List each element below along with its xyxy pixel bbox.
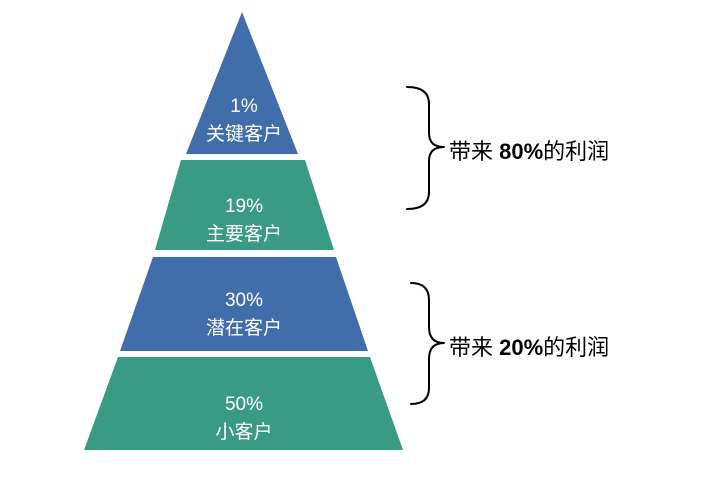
tier-4-label: 小客户 <box>215 421 272 443</box>
tier-3-percent: 30% <box>225 290 263 311</box>
tier-2-shape <box>155 160 334 250</box>
tier-4-percent: 50% <box>225 394 263 415</box>
group-bottom-prefix: 带来 <box>449 335 500 360</box>
tier-3-label: 潜在客户 <box>206 317 282 339</box>
tier-2-label: 主要客户 <box>206 223 282 245</box>
group-label-top: 带来 80%的利润 <box>449 134 609 166</box>
tier-1-shape <box>186 12 298 154</box>
tier-1-label: 关键客户 <box>206 123 282 145</box>
tier-1-percent: 1% <box>230 96 258 117</box>
group-label-bottom: 带来 20%的利润 <box>449 330 609 362</box>
group-bottom-percent: 20% <box>499 335 544 360</box>
upper-brace <box>406 86 445 210</box>
tier-2-percent: 19% <box>225 196 263 217</box>
tier-3-shape <box>120 257 368 351</box>
group-top-suffix: 的利润 <box>543 139 610 164</box>
tier-4-shape <box>84 357 403 450</box>
group-top-prefix: 带来 <box>449 139 500 164</box>
lower-brace <box>410 282 445 405</box>
group-top-percent: 80% <box>499 139 544 164</box>
group-bottom-suffix: 的利润 <box>543 335 610 360</box>
